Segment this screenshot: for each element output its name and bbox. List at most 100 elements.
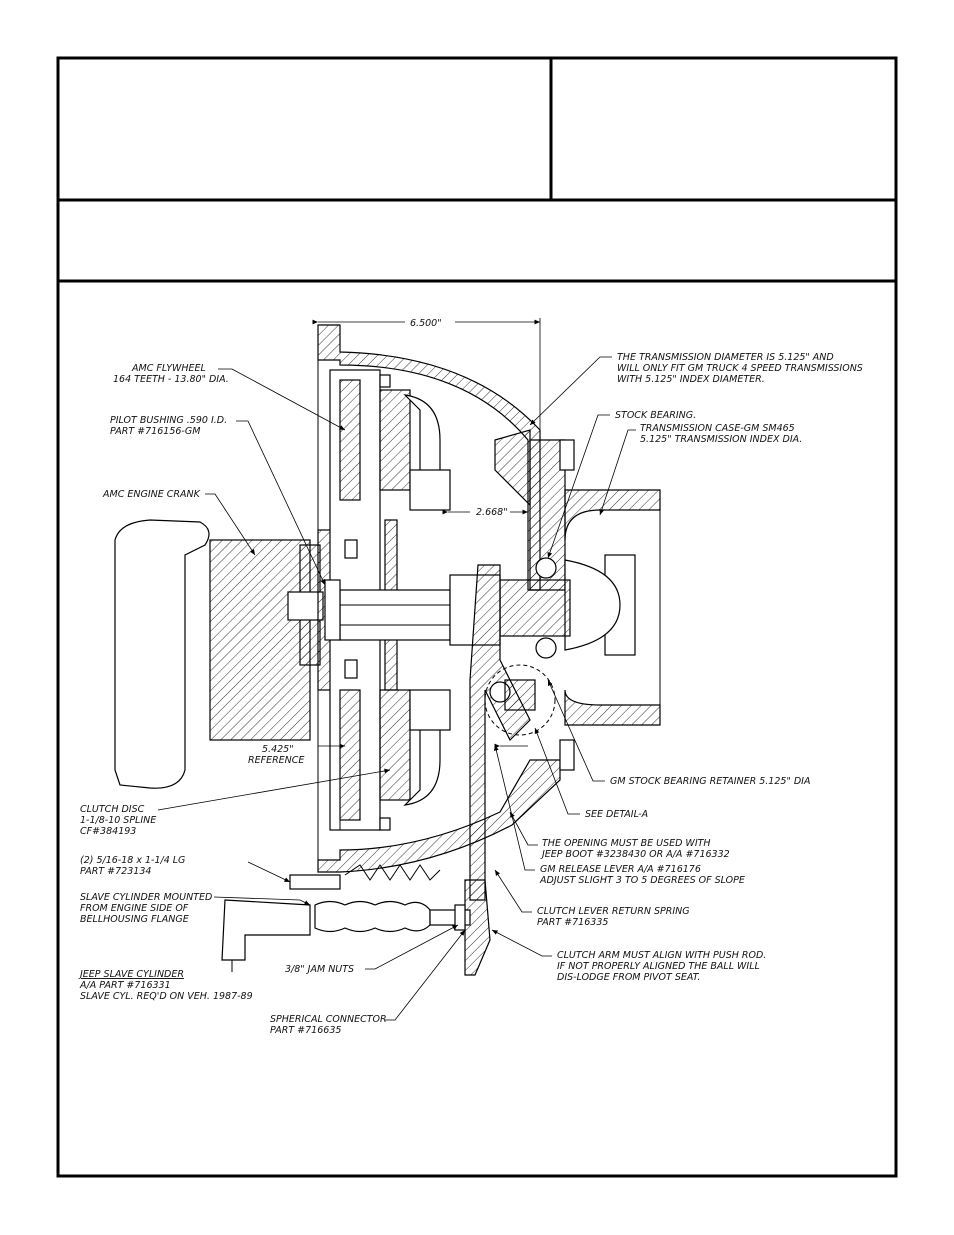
label-line: SEE DETAIL-A (585, 809, 648, 820)
label-line: 3/8" JAM NUTS (285, 964, 354, 975)
slave-cylinder (221, 864, 471, 972)
label-line: A/A PART #716331 (79, 980, 171, 991)
label-line: 164 TEETH - 13.80" DIA. (113, 374, 229, 385)
svg-text:SEE DETAIL-A: SEE DETAIL-A (585, 809, 648, 820)
callout-release-lever: GM RELEASE LEVER A/A #716176 ADJUST SLIG… (493, 744, 745, 886)
callout-flywheel: AMC FLYWHEEL 164 TEETH - 13.80" DIA. (113, 363, 346, 431)
svg-text:CLUTCH LEVER RETURN SPRING: CLUTCH LEVER RETURN SPRING (537, 906, 690, 917)
label-line: FROM ENGINE SIDE OF (80, 903, 189, 914)
label-line: PART #723134 (80, 866, 151, 877)
label-line: WITH 5.125" INDEX DIAMETER. (617, 374, 765, 385)
svg-text:PART #716635: PART #716635 (270, 1025, 341, 1036)
callout-engine-crank: AMC ENGINE CRANK (102, 489, 256, 556)
svg-text:(2) 5/16-18 x 1-1/4 LG: (2) 5/16-18 x 1-1/4 LG (80, 855, 185, 866)
label-line: DIS-LODGE FROM PIVOT SEAT. (557, 972, 700, 983)
callout-trans-case: TRANSMISSION CASE-GM SM465 5.125" TRANSM… (599, 423, 802, 516)
dim-pilot-text: 2.668" (476, 507, 508, 518)
svg-text:PILOT BUSHING .590 I.D.: PILOT BUSHING .590 I.D. (110, 415, 227, 426)
svg-text:AMC ENGINE CRANK: AMC ENGINE CRANK (102, 489, 201, 500)
label-line: AMC ENGINE CRANK (102, 489, 201, 500)
label-line: WILL ONLY FIT GM TRUCK 4 SPEED TRANSMISS… (617, 363, 863, 374)
callout-bearing-retainer: GM STOCK BEARING RETAINER 5.125" DIA (547, 679, 810, 787)
callout-see-detail: SEE DETAIL-A (534, 727, 648, 820)
svg-text:SPHERICAL CONNECTOR: SPHERICAL CONNECTOR (270, 1014, 387, 1025)
callout-clutch-disc: CLUTCH DISC 1-1/8-10 SPLINE CF#384193 (80, 768, 391, 837)
label-line: GM STOCK BEARING RETAINER 5.125" DIA (610, 776, 810, 787)
svg-text:PART #723134: PART #723134 (80, 866, 151, 877)
dimension-reference: 5.425" REFERENCE (248, 743, 528, 766)
callout-return-spring: CLUTCH LEVER RETURN SPRING PART #716335 (494, 869, 690, 928)
callout-jeep-slave: JEEP SLAVE CYLINDER A/A PART #716331 SLA… (78, 969, 253, 1002)
label-line: CLUTCH LEVER RETURN SPRING (537, 906, 690, 917)
svg-text:A/A PART #716331: A/A PART #716331 (79, 980, 171, 991)
label-line: JEEP SLAVE CYLINDER (78, 969, 184, 980)
title-block (56, 56, 898, 1178)
callout-clutch-arm: CLUTCH ARM MUST ALIGN WITH PUSH ROD. IF … (491, 929, 766, 983)
svg-text:PART #716335: PART #716335 (537, 917, 608, 928)
label-line: JEEP BOOT #3238430 OR A/A #716332 (540, 849, 730, 860)
svg-text:PART #716156-GM: PART #716156-GM (110, 426, 200, 437)
callout-bolts: (2) 5/16-18 x 1-1/4 LG PART #723134 (80, 855, 291, 883)
svg-text:GM RELEASE LEVER A/A #716176: GM RELEASE LEVER A/A #716176 (540, 864, 701, 875)
svg-text:3/8" JAM NUTS: 3/8" JAM NUTS (285, 964, 354, 975)
svg-text:THE TRANSMISSION DIAMETER IS 5: THE TRANSMISSION DIAMETER IS 5.125" AND (617, 352, 834, 363)
label-line: 1-1/8-10 SPLINE (80, 815, 156, 826)
svg-text:5.125" TRANSMISSION INDEX DIA.: 5.125" TRANSMISSION INDEX DIA. (640, 434, 802, 445)
flywheel-assembly (317, 369, 451, 831)
svg-text:DIS-LODGE FROM PIVOT SEAT.: DIS-LODGE FROM PIVOT SEAT. (557, 972, 700, 983)
svg-text:GM STOCK BEARING RETAINER 5.12: GM STOCK BEARING RETAINER 5.125" DIA (610, 776, 810, 787)
label-line: GM RELEASE LEVER A/A #716176 (540, 864, 701, 875)
label-line: PILOT BUSHING .590 I.D. (110, 415, 227, 426)
label-line: THE OPENING MUST BE USED WITH (542, 838, 711, 849)
callout-slave-mount: SLAVE CYLINDER MOUNTED FROM ENGINE SIDE … (80, 892, 311, 925)
label-line: PART #716335 (537, 917, 608, 928)
label-line: AMC FLYWHEEL (131, 363, 206, 374)
label-line: CF#384193 (80, 826, 136, 837)
dim-reference-text: 5.425" (262, 744, 294, 755)
svg-text:BELLHOUSING FLANGE: BELLHOUSING FLANGE (80, 914, 189, 925)
callout-opening: THE OPENING MUST BE USED WITH JEEP BOOT … (509, 811, 730, 860)
svg-text:WILL ONLY FIT GM TRUCK 4 SPEED: WILL ONLY FIT GM TRUCK 4 SPEED TRANSMISS… (617, 363, 863, 374)
engine-crank (114, 519, 324, 789)
label-line: IF NOT PROPERLY ALIGNED THE BALL WILL (557, 961, 760, 972)
svg-text:STOCK BEARING.: STOCK BEARING. (615, 410, 696, 421)
svg-text:164 TEETH - 13.80" DIA.: 164 TEETH - 13.80" DIA. (113, 374, 229, 385)
label-line: SPHERICAL CONNECTOR (270, 1014, 387, 1025)
label-line: PART #716635 (270, 1025, 341, 1036)
label-line: CLUTCH DISC (80, 804, 145, 815)
callout-spherical: SPHERICAL CONNECTOR PART #716635 (270, 929, 466, 1036)
label-line: ADJUST SLIGHT 3 TO 5 DEGREES OF SLOPE (539, 875, 745, 886)
callout-trans-diameter: THE TRANSMISSION DIAMETER IS 5.125" AND … (529, 352, 863, 426)
label-line: STOCK BEARING. (615, 410, 696, 421)
transmission-case (449, 489, 661, 726)
svg-text:CF#384193: CF#384193 (80, 826, 136, 837)
dim-overall-text: 6.500" (410, 318, 442, 329)
label-line: BELLHOUSING FLANGE (80, 914, 189, 925)
label-line: SLAVE CYL. REQ'D ON VEH. 1987-89 (80, 991, 253, 1002)
svg-text:JEEP BOOT #3238430 OR A/A #716: JEEP BOOT #3238430 OR A/A #716332 (540, 849, 730, 860)
svg-text:SLAVE CYLINDER MOUNTED: SLAVE CYLINDER MOUNTED (80, 892, 212, 903)
callout-pilot-bushing: PILOT BUSHING .590 I.D. PART #716156-GM (110, 415, 326, 586)
svg-text:1-1/8-10 SPLINE: 1-1/8-10 SPLINE (80, 815, 156, 826)
svg-text:WITH 5.125" INDEX DIAMETER.: WITH 5.125" INDEX DIAMETER. (617, 374, 765, 385)
dim-reference-word: REFERENCE (248, 755, 304, 766)
svg-text:FROM ENGINE SIDE OF: FROM ENGINE SIDE OF (80, 903, 189, 914)
svg-text:TRANSMISSION CASE-GM SM465: TRANSMISSION CASE-GM SM465 (640, 423, 795, 434)
callout-stock-bearing: STOCK BEARING. (547, 410, 696, 559)
release-lever (464, 564, 556, 976)
label-line: PART #716156-GM (110, 426, 200, 437)
svg-text:SLAVE CYL. REQ'D ON VEH. 1987-: SLAVE CYL. REQ'D ON VEH. 1987-89 (80, 991, 253, 1002)
label-line: SLAVE CYLINDER MOUNTED (80, 892, 212, 903)
label-line: THE TRANSMISSION DIAMETER IS 5.125" AND (617, 352, 834, 363)
label-line: CLUTCH ARM MUST ALIGN WITH PUSH ROD. (557, 950, 766, 961)
callout-jam-nuts: 3/8" JAM NUTS (285, 924, 459, 975)
svg-text:THE OPENING MUST BE USED WITH: THE OPENING MUST BE USED WITH (542, 838, 711, 849)
label-line: TRANSMISSION CASE-GM SM465 (640, 423, 795, 434)
svg-text:CLUTCH ARM MUST ALIGN WITH PUS: CLUTCH ARM MUST ALIGN WITH PUSH ROD. (557, 950, 766, 961)
svg-text:ADJUST SLIGHT 3 TO 5 DEGREES O: ADJUST SLIGHT 3 TO 5 DEGREES OF SLOPE (539, 875, 745, 886)
svg-text:JEEP SLAVE CYLINDER: JEEP SLAVE CYLINDER (78, 969, 184, 980)
label-line: (2) 5/16-18 x 1-1/4 LG (80, 855, 185, 866)
label-line: 5.125" TRANSMISSION INDEX DIA. (640, 434, 802, 445)
dimension-pilot: 2.668" (442, 506, 528, 518)
